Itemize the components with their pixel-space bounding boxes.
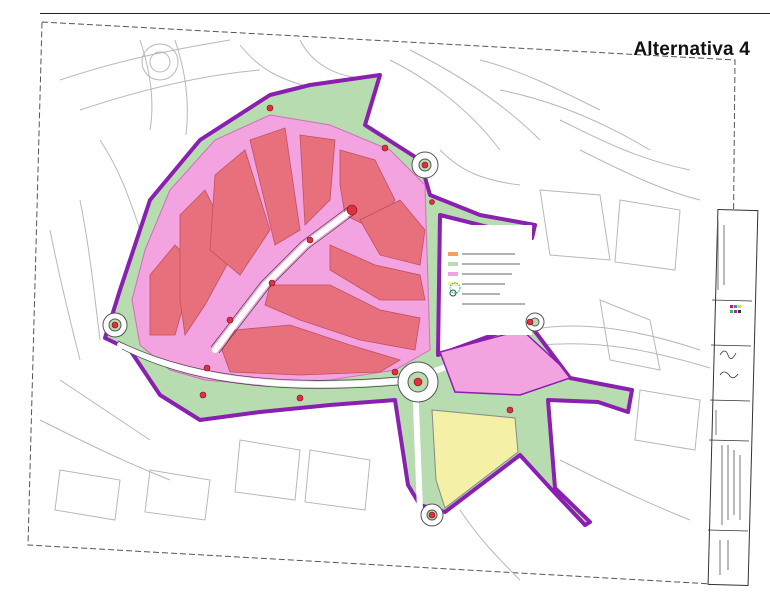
legend-box: [442, 225, 532, 335]
roundabout-icon: [102, 151, 545, 527]
yellow-zone: [431, 409, 519, 509]
residential-blocks: [149, 127, 426, 376]
base-map-lines: [39, 39, 711, 581]
title-block: [707, 209, 759, 586]
internal-street-edges: [117, 206, 411, 389]
map-title: Alternativa 4: [633, 39, 750, 60]
sheet-top-border: [40, 13, 770, 14]
commercial-zone: [439, 329, 572, 396]
marker-icon: [111, 104, 534, 519]
legend-entries: [448, 252, 525, 305]
